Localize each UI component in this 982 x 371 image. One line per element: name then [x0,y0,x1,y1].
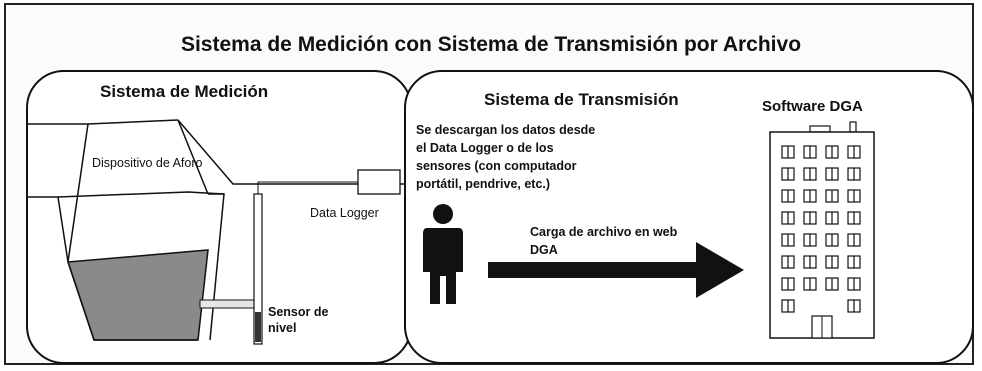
channel-slope-line [67,123,89,263]
upload-label-line1: Carga de archivo en web [530,225,678,239]
measurement-system-panel: Sistema de Medición Dispositivo de Aforo… [26,70,412,364]
upload-arrow [488,242,744,298]
download-description-line3: sensores (con computador [416,159,577,173]
transmission-system-panel: Sistema de Transmisión Se descargan los … [404,70,974,364]
transmission-panel-title: Sistema de Transmisión [484,90,679,109]
person-icon [423,204,463,304]
logger-cable [257,181,358,194]
channel-right-wall [208,193,225,341]
level-sensor-label-line1: Sensor de [268,305,329,319]
terrain-line-left [28,119,179,125]
download-description-line4: portátil, pendrive, etc.) [416,177,551,191]
data-logger-box [357,169,401,195]
channel-bottom [67,261,198,341]
channel-illustration [28,119,410,345]
transmission-illustration [423,121,875,339]
gauging-device-label: Dispositivo de Aforo [92,156,203,170]
sensor-probe [255,312,261,342]
data-logger-label: Data Logger [310,206,379,220]
building-icon [769,121,875,339]
download-description-line2: el Data Logger o de los [416,141,554,155]
channel-back-slope [177,119,209,195]
channel-left-bank [28,196,69,263]
channel-top-edge [57,191,225,198]
measurement-panel-title: Sistema de Medición [100,82,269,101]
software-dga-label: Software DGA [762,98,863,115]
upload-label-line2: DGA [530,243,558,257]
download-description-line1: Se descargan los datos desde [416,123,596,137]
level-sensor-label-line2: nivel [268,321,297,335]
diagram-title: Sistema de Medición con Sistema de Trans… [180,33,802,56]
connection-pipe [199,299,257,309]
terrain-line-right [177,119,410,185]
